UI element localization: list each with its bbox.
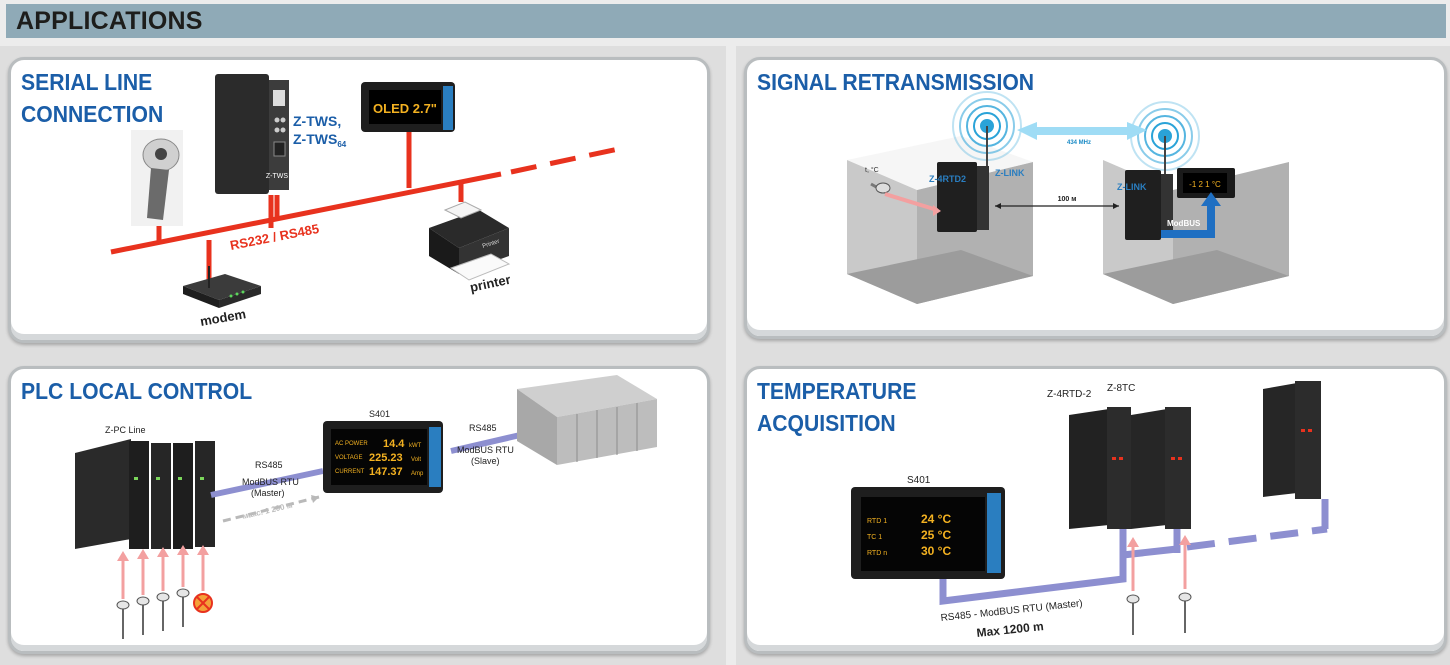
modbus-arrow-icon [1161, 192, 1221, 238]
z-tws-label-2: Z-TWS64 [293, 131, 347, 149]
svg-text:ModBUS RTU: ModBUS RTU [242, 477, 299, 487]
z-tws-face-label: Z-TWS [266, 173, 288, 180]
serial-bus-line [110, 171, 502, 255]
right-zlink-device-icon [1125, 170, 1161, 240]
svg-text:Amp: Amp [411, 471, 424, 477]
remote-module-icon [1263, 381, 1321, 499]
plc-bus-right [450, 430, 530, 454]
rs485-left-label: RS485 [255, 460, 283, 470]
panel-signal-retransmission: 434 MHz Z-4RTD2 Z-LINK Z-LINK -1 2 1 °C … [744, 57, 1447, 339]
svg-text:30 °C: 30 °C [921, 544, 951, 558]
z8tc-module-icon [1131, 407, 1191, 529]
z-tws-device-icon: Z-TWS [215, 74, 289, 194]
svg-text:kWT: kWT [409, 443, 422, 449]
svg-text:ModBUS: ModBUS [1167, 219, 1201, 228]
z-tws-label-1: Z-TWS, [293, 113, 341, 129]
plc-diagram: Z-PC Line макс. 1 200 м RS485 ModBUS RTU… [75, 375, 657, 639]
svg-text:t, °C: t, °C [865, 166, 879, 174]
svg-text:24 °C: 24 °C [921, 512, 951, 526]
panel-title-retrans: SIGNAL RETRANSMISSION [757, 69, 1035, 95]
z4rtd2-device-icon [937, 162, 977, 232]
panel-title-serial: SERIAL LINE CONNECTION [21, 69, 164, 127]
svg-text:ModBUS RTU: ModBUS RTU [457, 445, 514, 455]
oled-display-text: OLED 2.7" [373, 101, 437, 116]
svg-text:RTD 1: RTD 1 [867, 518, 887, 525]
z4rtd2-temp-label: Z-4RTD-2 [1047, 389, 1092, 400]
panel-plc-local-control: Z-PC Line макс. 1 200 м RS485 ModBUS RTU… [8, 366, 710, 654]
plc-distance-label: макс. 1 200 м [241, 501, 293, 521]
temp-bus-label-2: Max 1200 m [976, 619, 1044, 640]
section-title: APPLICATIONS [16, 7, 203, 35]
z4rtd2-label: Z-4RTD2 [929, 174, 966, 184]
plc-bus-left [210, 468, 324, 498]
panel-title-plc: PLC LOCAL CONTROL [21, 378, 253, 404]
panel-temperature-acquisition: RTD 1 TC 1 RTD n 24 °C 25 °C 30 °C S401 … [744, 366, 1447, 654]
s401-label: S401 [369, 409, 390, 419]
svg-text:(Master): (Master) [251, 488, 285, 498]
svg-text:14.4: 14.4 [383, 438, 405, 450]
svg-text:VOLTAGE: VOLTAGE [335, 455, 362, 461]
temp-s401-label: S401 [907, 475, 931, 486]
svg-text:225.23: 225.23 [369, 452, 403, 464]
temp-diagram: RTD 1 TC 1 RTD n 24 °C 25 °C 30 °C S401 … [851, 381, 1329, 640]
modem-icon [183, 266, 261, 308]
freq-label: 434 MHz [1067, 140, 1091, 146]
serial-diagram: Z-TWS Z-TWS, Z-TWS64 OLED 2.7" modem Pri [110, 74, 624, 329]
z8tc-label: Z-8TC [1107, 383, 1135, 394]
svg-text:(Slave): (Slave) [471, 456, 500, 466]
temp-s401-display-icon: RTD 1 TC 1 RTD n 24 °C 25 °C 30 °C [851, 487, 1005, 579]
distance-label: 100 м [1058, 196, 1077, 203]
z-pc-modules-icon [75, 439, 215, 549]
temperature-sensor-icon [870, 182, 941, 216]
wireless-arrow-icon [1017, 122, 1147, 140]
z-pc-label: Z-PC Line [105, 425, 146, 435]
svg-text:25 °C: 25 °C [921, 528, 951, 542]
right-zlink-label: Z-LINK [1117, 182, 1147, 192]
temp-sensors-icon [1126, 535, 1192, 635]
svg-text:-1 2 1 °C: -1 2 1 °C [1189, 180, 1221, 189]
svg-text:RTD n: RTD n [867, 550, 887, 557]
svg-text:Volt: Volt [411, 457, 421, 463]
svg-text:TC 1: TC 1 [867, 534, 882, 541]
z4rtd2-module-icon [1069, 407, 1131, 529]
svg-text:147.37: 147.37 [369, 466, 403, 478]
plc-sensors-icon [116, 545, 213, 639]
svg-text:RS485: RS485 [469, 423, 497, 433]
retrans-diagram: 434 MHz Z-4RTD2 Z-LINK Z-LINK -1 2 1 °C … [847, 91, 1289, 304]
left-zlink-label: Z-LINK [995, 168, 1025, 178]
panel-title-temp: TEMPERATURE ACQUISITION [757, 378, 917, 436]
oled-display-icon: OLED 2.7" [361, 82, 455, 132]
barcode-scanner-icon [131, 130, 183, 226]
svg-text:CURRENT: CURRENT [335, 469, 365, 475]
section-header: APPLICATIONS [6, 4, 1446, 38]
modem-label: modem [199, 306, 247, 329]
s401-display-icon: AC POWER VOLTAGE CURRENT 14.4 225.23 147… [323, 421, 443, 493]
printer-icon: Printer [429, 201, 511, 281]
panel-serial-line: Z-TWS Z-TWS, Z-TWS64 OLED 2.7" modem Pri [8, 57, 710, 343]
svg-text:Printer: Printer [482, 239, 501, 250]
svg-text:AC POWER: AC POWER [335, 441, 368, 447]
plc-rack-icon [517, 375, 657, 465]
serial-bus-dashed [510, 145, 624, 175]
temp-bus-dashed [1186, 525, 1328, 551]
